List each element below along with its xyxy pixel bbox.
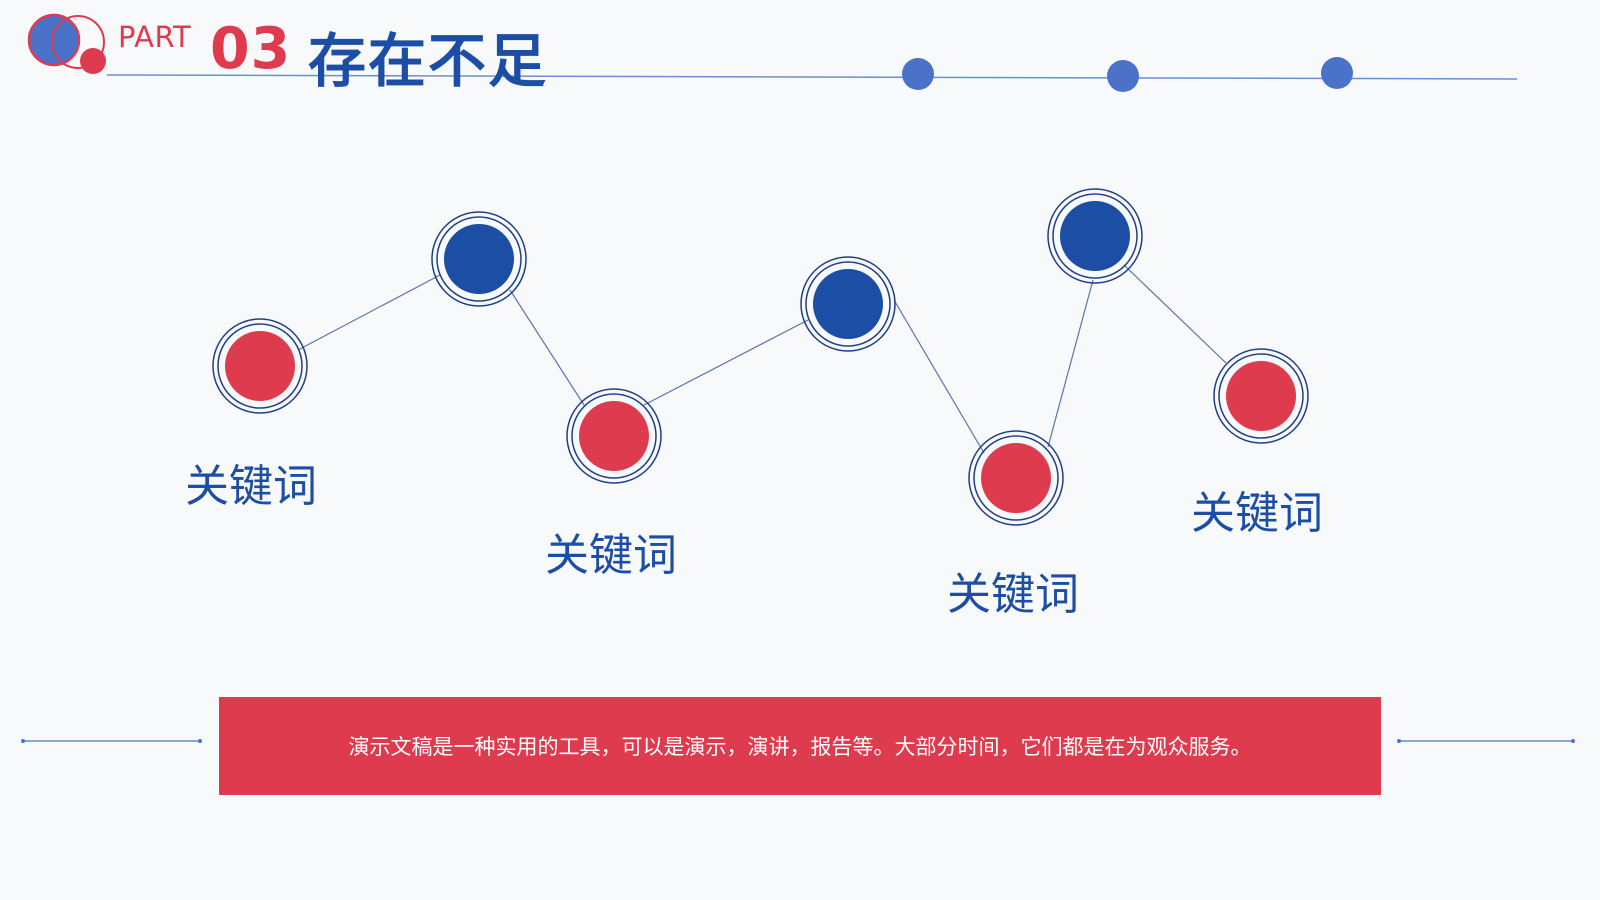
part-number: 03	[210, 16, 292, 82]
node-7	[1213, 348, 1309, 444]
header-divider	[106, 74, 1518, 80]
keyword-label-2: 关键词	[545, 530, 677, 581]
side-rule-left	[21, 739, 202, 743]
timeline-dot-icon	[902, 58, 934, 90]
page-title: 存在不足	[308, 27, 549, 95]
timeline-dot-icon	[1107, 60, 1139, 92]
connector-lines	[297, 264, 1227, 454]
description-text: 演示文稿是一种实用的工具，可以是演示，演讲，报告等。大部分时间，它们都是在为观众…	[348, 735, 1252, 759]
node-2	[431, 211, 527, 307]
node-3	[566, 388, 662, 484]
node-5	[968, 430, 1064, 526]
node-4	[800, 256, 896, 352]
part-label: PART	[118, 20, 192, 54]
side-rule-right	[1397, 739, 1575, 743]
node-6	[1047, 188, 1143, 284]
keyword-label-1: 关键词	[185, 461, 317, 512]
timeline-dot-icon	[1321, 57, 1353, 89]
keyword-label-3: 关键词	[947, 569, 1079, 620]
header-logo-icon	[27, 13, 106, 74]
node-1	[212, 318, 308, 414]
description-banner: 演示文稿是一种实用的工具，可以是演示，演讲，报告等。大部分时间，它们都是在为观众…	[219, 697, 1381, 795]
keyword-label-4: 关键词	[1191, 488, 1323, 539]
